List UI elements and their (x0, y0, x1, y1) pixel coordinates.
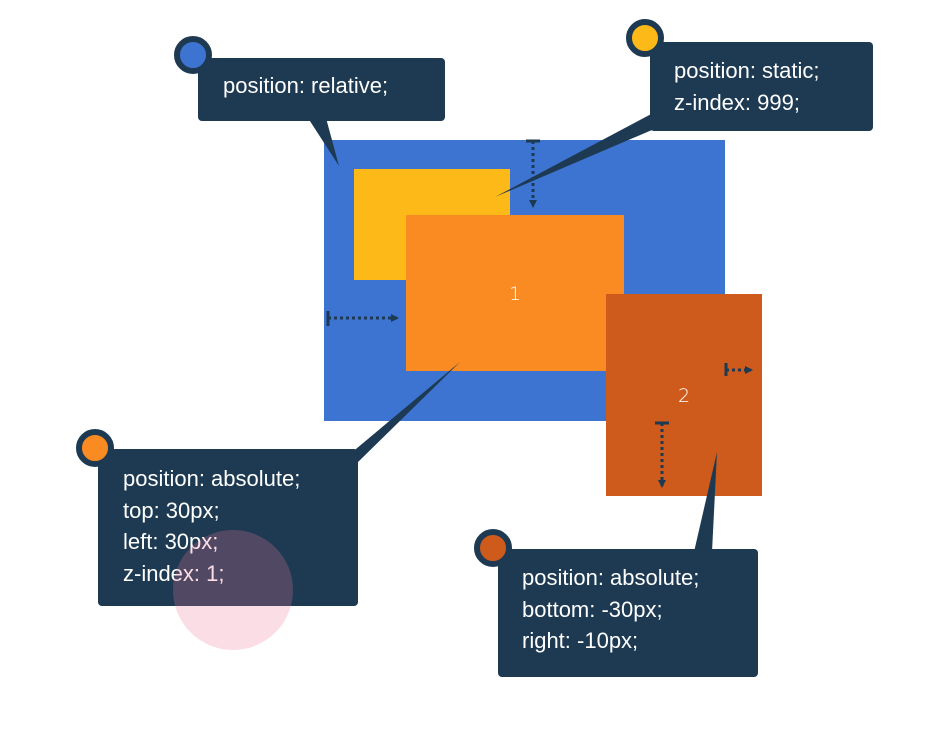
pointer-static (495, 112, 666, 197)
offset-arrow-right-icon (724, 363, 753, 376)
callout-line: z-index: 999; (674, 89, 800, 115)
callout-line: left: 30px; (123, 529, 219, 554)
marker-static-icon (626, 19, 664, 57)
callout-line: position: absolute; (522, 565, 700, 590)
callout-line: z-index: 1; (123, 560, 225, 586)
offset-arrow-top-icon (526, 139, 540, 208)
absolute-box-1 (406, 215, 624, 371)
callout-relative: position: relative; (198, 58, 445, 121)
pointer-relative (308, 118, 339, 166)
callout-absolute-1: position: absolute; top: 30px; left: 30p… (98, 449, 358, 606)
callout-absolute-2: position: absolute; bottom: -30px; right… (498, 549, 758, 677)
callout-line: bottom: -30px; (522, 596, 663, 622)
callout-line: position: absolute; (123, 466, 301, 491)
pointer-absolute1 (338, 362, 460, 464)
callout-line: position: static; (674, 58, 820, 83)
box-1-label: 1 (508, 283, 522, 305)
box-2-label: 2 (677, 385, 691, 407)
pointer-absolute2 (694, 452, 717, 552)
callout-line: position: relative; (223, 73, 389, 98)
callout-static: position: static; z-index: 999; (650, 42, 873, 131)
offset-arrow-bottom-icon (655, 421, 669, 488)
callout-line: right: -10px; (522, 628, 639, 653)
absolute-box-2 (606, 294, 762, 496)
marker-absolute-1-icon (76, 429, 114, 467)
marker-absolute-2-icon (474, 529, 512, 567)
marker-relative-icon (174, 36, 212, 74)
offset-arrow-left-icon (326, 311, 399, 326)
callout-line: top: 30px; (123, 497, 220, 523)
